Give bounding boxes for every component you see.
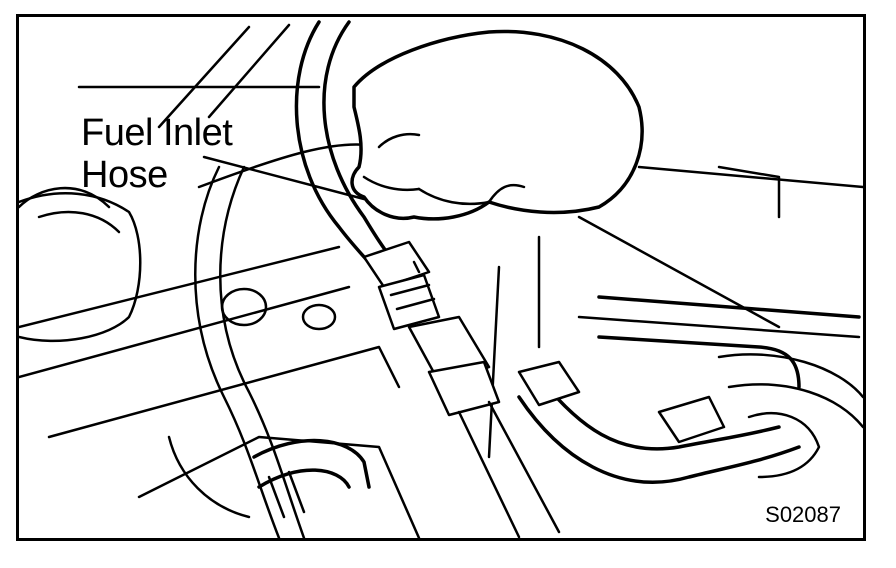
engine-bay-drawing — [19, 20, 863, 538]
callout-line-1: Fuel Inlet — [81, 112, 233, 154]
engine-boss — [19, 143, 381, 343]
fuel-inlet-hose-label: Fuel Inlet Hose — [81, 112, 233, 196]
lower-left-piping — [167, 435, 371, 519]
illustration-frame: Fuel Inlet Hose S02087 — [16, 14, 866, 541]
right-piping — [517, 295, 863, 484]
hose-coupling — [362, 240, 561, 538]
callout-line-2: Hose — [81, 154, 168, 196]
hand — [350, 29, 644, 221]
callout-leader — [202, 155, 366, 201]
figure-code: S02087 — [765, 502, 841, 527]
